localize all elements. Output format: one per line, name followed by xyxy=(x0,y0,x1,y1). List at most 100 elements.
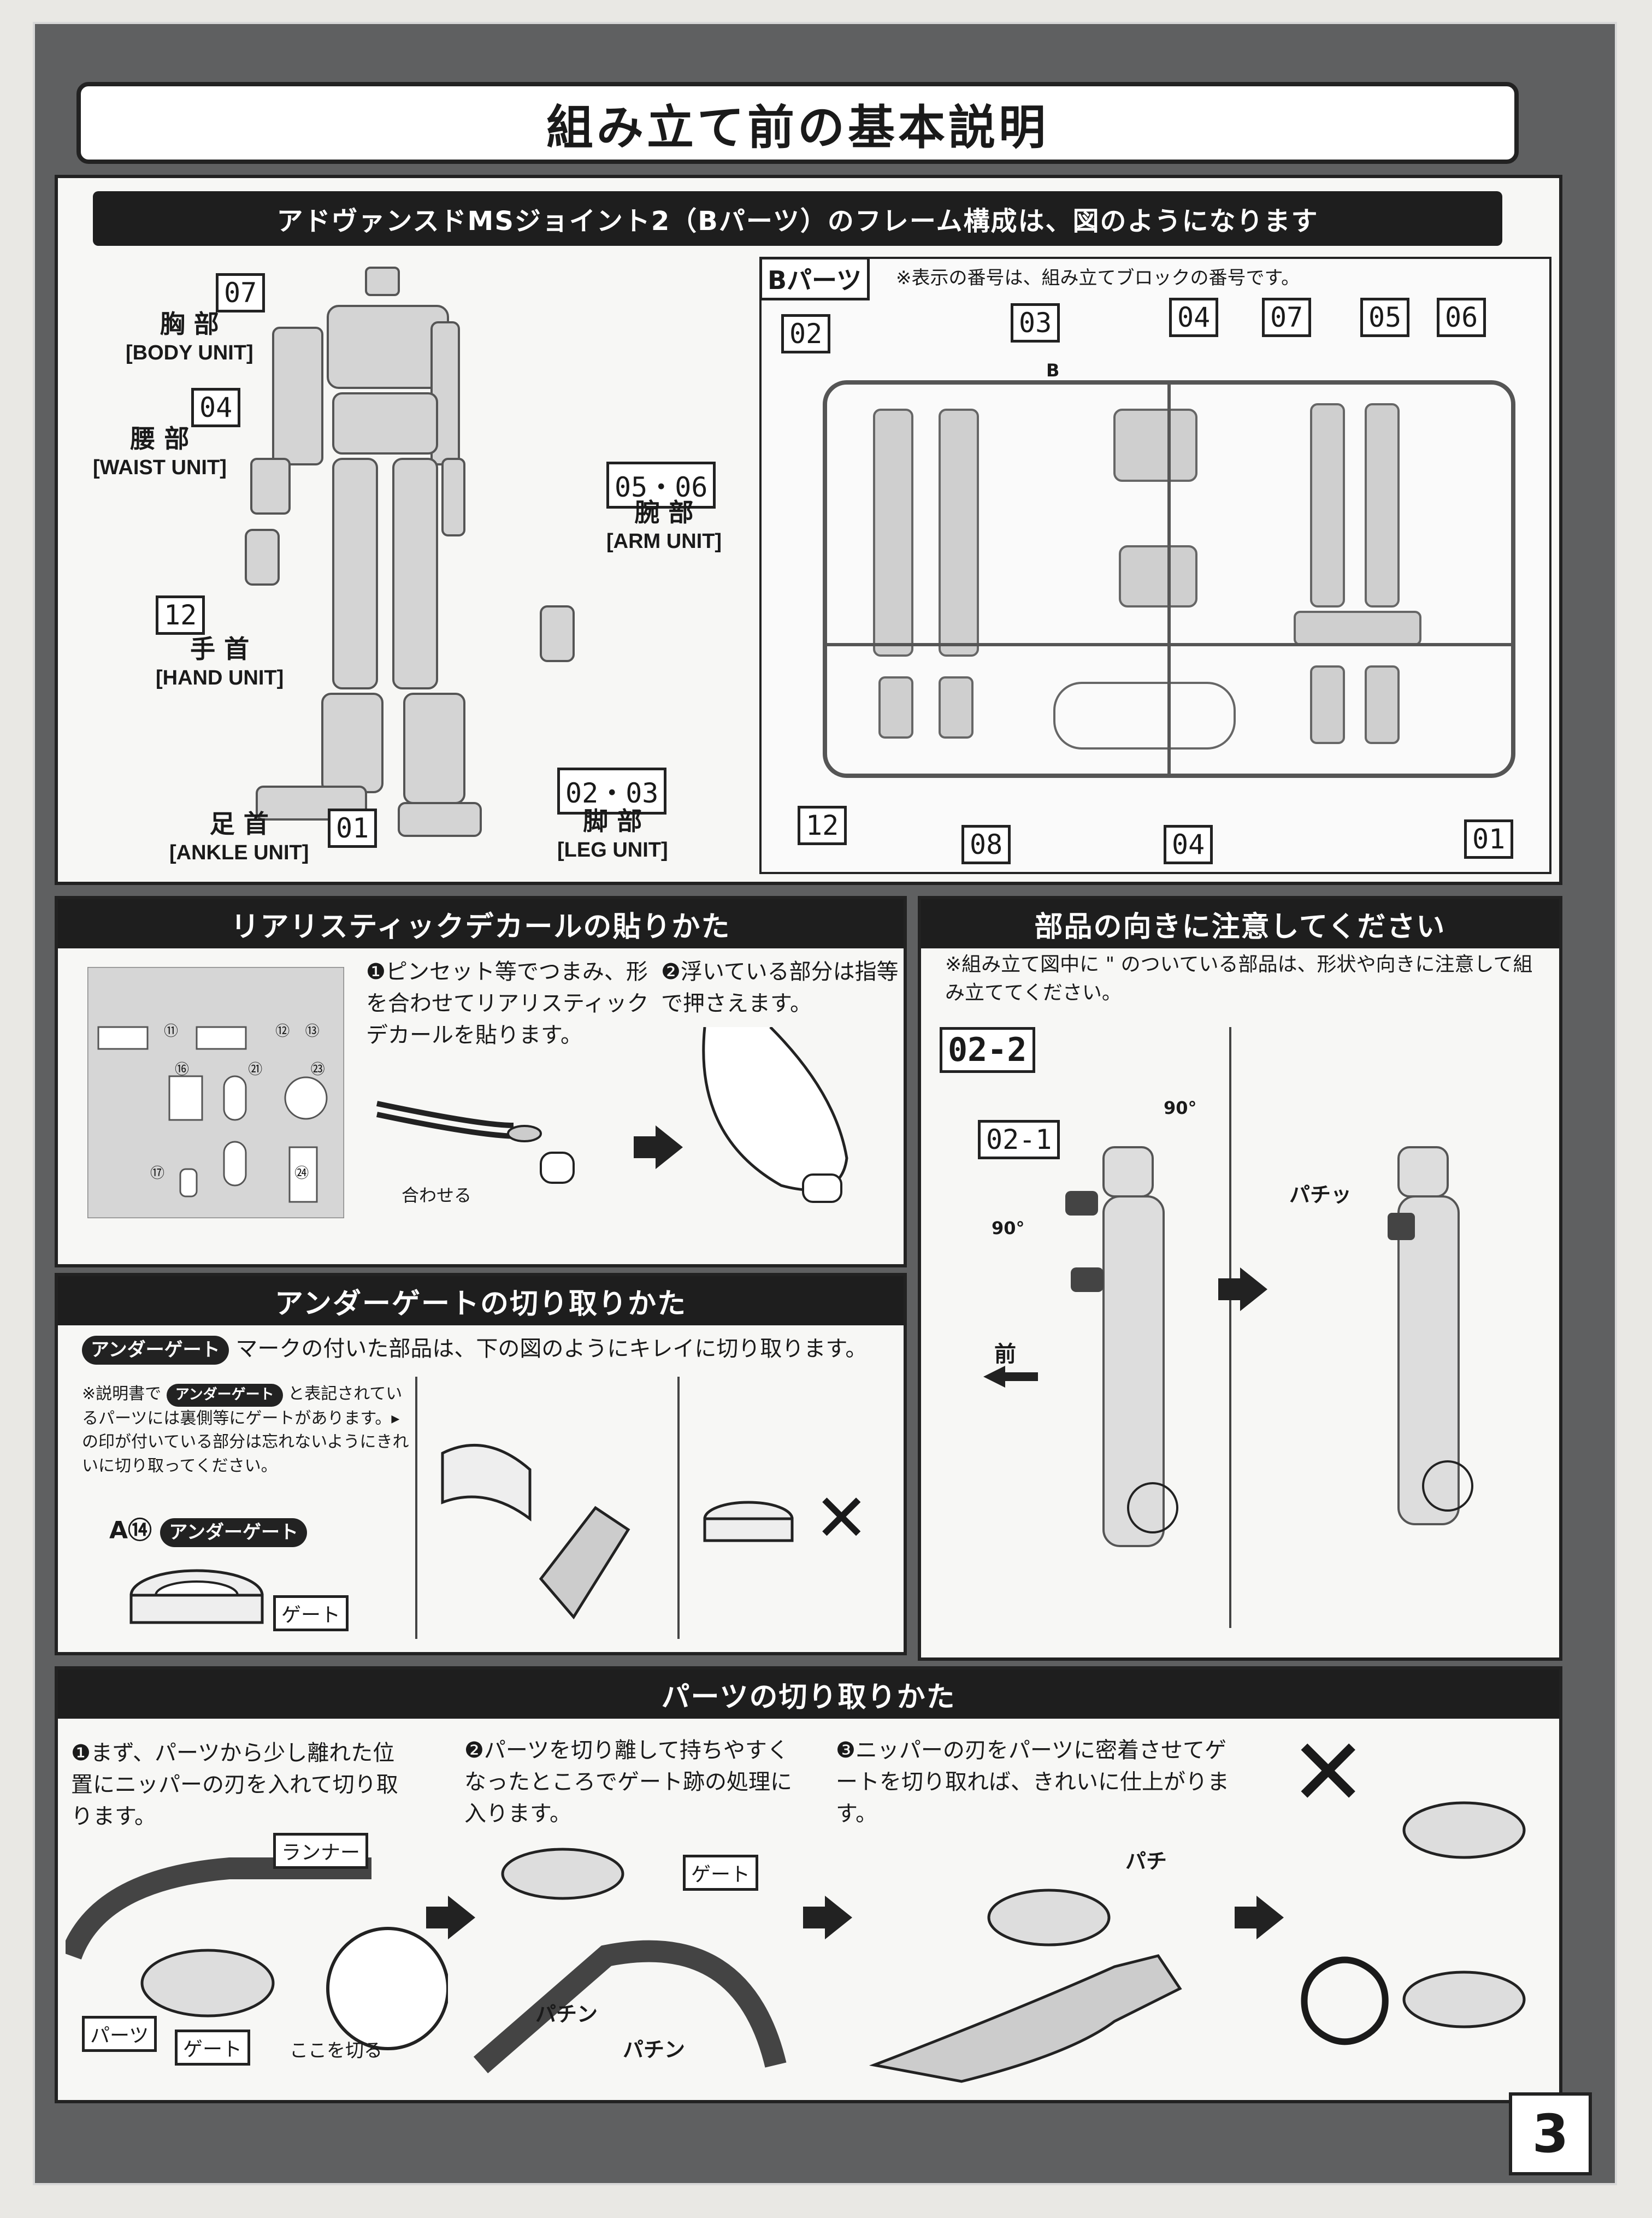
decal-num-11: ⑪ xyxy=(164,1023,179,1040)
page-number: 3 xyxy=(1509,2092,1592,2175)
runner-letter: B xyxy=(1046,360,1060,381)
cutting-bad-disc xyxy=(1402,1801,1526,1859)
snap-label-2: パチン xyxy=(623,2038,686,2062)
unit-leg-jp: 脚 部 xyxy=(583,806,642,836)
decal-header: リアリスティックデカールの貼りかた xyxy=(58,899,904,948)
decal-sheet-numbers: ⑪ ⑫ ⑬ xyxy=(164,1022,320,1042)
unit-ankle-en: [ANKLE UNIT] xyxy=(169,841,309,864)
parts-label: パーツ xyxy=(82,2016,157,2052)
undergate-mark-line: アンダーゲート マークの付いた部品は、下の図のようにキレイに切り取ります。 xyxy=(82,1333,867,1365)
unit-num-waist: 04 xyxy=(191,388,241,427)
page-title: 組み立て前の基本説明 xyxy=(76,82,1519,164)
orientation-sub-label: 02-1 xyxy=(978,1120,1060,1159)
snap-label-1: パチン xyxy=(535,2002,598,2026)
undergate-bad-ring xyxy=(703,1501,794,1542)
step-arrow-4 xyxy=(803,1896,852,1939)
decal-num-17: ⑰ xyxy=(150,1165,165,1182)
tweezers-illustration xyxy=(376,1101,575,1184)
bparts-note: ※表示の番号は、組み立てブロックの番号です。 xyxy=(896,267,1300,289)
cutting-good-disc xyxy=(1402,1971,1526,2028)
front-label: 前 xyxy=(994,1342,1016,1367)
frame-header: アドヴァンスドMSジョイント2（Bパーツ）のフレーム構成は、図のようになります xyxy=(93,191,1502,246)
snap-label-orientation: パチッ xyxy=(1289,1183,1352,1207)
cutting-good-mark: ○ xyxy=(1295,1924,1395,2058)
decal-step-2: ❷浮いている部分は指等で押さえます。 xyxy=(661,959,899,1016)
rotation-1: 90° xyxy=(1164,1098,1197,1118)
unit-leg: 脚 部 [LEG UNIT] xyxy=(557,806,668,863)
gate-label-2: ゲート xyxy=(683,1855,759,1891)
orientation-header: 部品の向きに注意してください xyxy=(921,899,1559,948)
unit-arm-jp: 腕 部 xyxy=(634,498,694,527)
frame-figure xyxy=(250,267,482,837)
callout-12: 12 xyxy=(798,806,847,845)
cutting-panel xyxy=(55,1666,1562,2103)
match-label: 合わせる xyxy=(402,1185,472,1206)
step-arrow-2 xyxy=(1218,1267,1267,1311)
undergate-header: アンダーゲートの切り取りかた xyxy=(58,1276,904,1325)
runner-drawing xyxy=(823,380,1515,778)
callout-04-top: 04 xyxy=(1169,298,1219,337)
undergate-mark-text: マークの付いた部品は、下の図のようにキレイに切り取ります。 xyxy=(235,1336,868,1361)
unit-num-ankle: 01 xyxy=(328,809,377,848)
undergate-gate-label: ゲート xyxy=(273,1595,349,1631)
leg-frame-right xyxy=(1388,1146,1473,1525)
finger-illustration xyxy=(702,1027,848,1203)
undergate-example-id: A⑭ xyxy=(109,1517,152,1544)
decal-num-13: ⑬ xyxy=(305,1023,320,1040)
decal-num-16: ⑯ xyxy=(175,1061,190,1078)
unit-ankle-jp: 足 首 xyxy=(209,809,269,839)
callout-03: 03 xyxy=(1011,303,1060,343)
unit-num-hand: 12 xyxy=(156,595,205,635)
cutting-step-1: ❶まず、パーツから少し離れた位置にニッパーの刃を入れて切り取ります。 xyxy=(71,1741,398,1829)
gate-label-1: ゲート xyxy=(175,2030,251,2066)
orientation-note: ※組み立て図中に " のついている部品は、形状や向きに注意して組み立ててください… xyxy=(945,953,1533,1005)
cut-here-label: ここを切る xyxy=(290,2040,382,2062)
unit-hand-en: [HAND UNIT] xyxy=(156,666,284,689)
callout-08: 08 xyxy=(961,825,1011,864)
unit-hand-jp: 手 首 xyxy=(190,634,250,664)
callout-05: 05 xyxy=(1360,298,1410,337)
unit-leg-en: [LEG UNIT] xyxy=(557,838,668,862)
unit-waist-en: [WAIST UNIT] xyxy=(93,456,227,479)
undergate-note-prefix: ※説明書で xyxy=(82,1384,162,1403)
step-arrow-3 xyxy=(426,1896,475,1939)
hand-part xyxy=(245,529,280,586)
unit-body-en: [BODY UNIT] xyxy=(126,341,253,364)
decal-num-21: ㉑ xyxy=(248,1061,263,1078)
undergate-note: ※説明書で アンダーゲート と表記されているパーツには裏側等にゲートがあります。… xyxy=(82,1382,410,1478)
decal-num-12: ⑫ xyxy=(275,1023,290,1040)
unit-hand: 手 首 [HAND UNIT] xyxy=(156,634,284,691)
decal-num-23: ㉓ xyxy=(310,1061,325,1078)
undergate-example: A⑭ アンダーゲート xyxy=(109,1513,308,1548)
decal-sheet xyxy=(87,967,344,1218)
undergate-pill: アンダーゲート xyxy=(82,1336,229,1365)
callout-04-bottom: 04 xyxy=(1164,825,1213,864)
step-arrow-5 xyxy=(1235,1896,1284,1939)
undergate-note-rest: と表記されているパーツには裏側等にゲートがあります。▸の印が付いている部分は忘れ… xyxy=(82,1384,409,1476)
decal-num-24: ㉔ xyxy=(294,1165,309,1182)
rotation-2: 90° xyxy=(992,1218,1025,1238)
cutting-bad-mark: ✕ xyxy=(1289,1719,1367,1827)
undergate-divider-2 xyxy=(677,1377,680,1639)
unit-num-arm: 05・06 xyxy=(606,462,716,509)
cutting-step3-illustration xyxy=(869,1889,1182,2083)
callout-01: 01 xyxy=(1464,819,1514,859)
snap-label-3: パチ xyxy=(1125,1849,1167,1873)
callout-07: 07 xyxy=(1262,298,1312,337)
cutting-step-2: ❷パーツを切り離して持ちやすくなったところでゲート跡の処理に入ります。 xyxy=(464,1738,792,1826)
cutting-runner-illustration xyxy=(66,1857,448,2050)
undergate-cut-illustration xyxy=(441,1443,630,1620)
unit-num-body: 07 xyxy=(216,273,266,312)
callout-02: 02 xyxy=(781,314,831,353)
undergate-pill-3: アンダーゲート xyxy=(160,1518,308,1548)
hand-part-right xyxy=(540,605,575,662)
cutting-step-3: ❸ニッパーの刃をパーツに密着させてゲートを切り取れば、きれいに仕上がります。 xyxy=(836,1738,1229,1826)
cutting-bad-part xyxy=(1399,2213,1404,2218)
undergate-divider-1 xyxy=(415,1377,417,1639)
unit-waist-jp: 腰 部 xyxy=(130,424,190,453)
callout-06: 06 xyxy=(1437,298,1486,337)
cutting-step2-illustration xyxy=(473,1848,787,2074)
bparts-label: Bパーツ xyxy=(759,257,870,300)
unit-arm-en: [ARM UNIT] xyxy=(606,529,722,553)
ring-part xyxy=(129,1569,264,1624)
